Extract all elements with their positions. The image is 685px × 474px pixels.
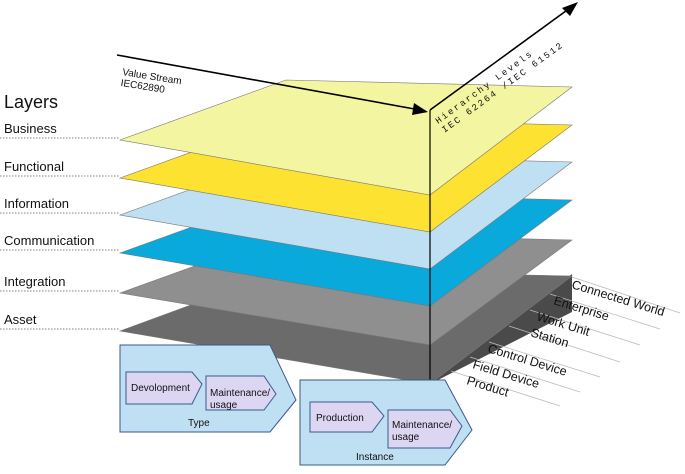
type-step-development: [125, 371, 203, 405]
layers-heading: Layers: [4, 92, 58, 112]
hierarchy-level-lines: [450, 276, 681, 407]
hierarchy-axis-arrow: [429, 7, 571, 111]
lifecycle-instance: Production Maintenance/ usage Instance: [299, 379, 473, 466]
layer-label-integration: Integration: [4, 274, 65, 289]
layer-label-information: Information: [4, 196, 69, 211]
lifecycle-type: Devolopment Maintenance/ usage Type: [119, 344, 297, 433]
type-label: Type: [188, 418, 210, 429]
instance-label: Instance: [356, 452, 394, 463]
layer-plane-business: [118, 79, 573, 196]
type-step-development-label: Devolopment: [131, 383, 190, 394]
value-stream-arrow-head: [412, 103, 428, 115]
layer-label-business: Business: [4, 121, 57, 136]
layer-label-functional: Functional: [4, 159, 64, 174]
instance-step-production: [309, 401, 385, 433]
type-step-maintenance-label: Maintenance/ usage: [210, 388, 273, 411]
type-step-maintenance: [205, 375, 277, 411]
value-stream-axis-arrow: [116, 54, 421, 111]
layer-label-communication: Communication: [4, 233, 94, 248]
layer-labels: BusinessFunctionalInformationCommunicati…: [0, 121, 120, 330]
instance-step-maintenance-label: Maintenance/ usage: [392, 420, 455, 443]
instance-step-maintenance: [387, 409, 463, 449]
value-stream-label: Value Stream IEC62890: [120, 67, 185, 99]
instance-step-production-label: Production: [316, 413, 364, 424]
layer-label-asset: Asset: [4, 312, 37, 327]
hierarchy-arrow-head: [562, 2, 578, 16]
